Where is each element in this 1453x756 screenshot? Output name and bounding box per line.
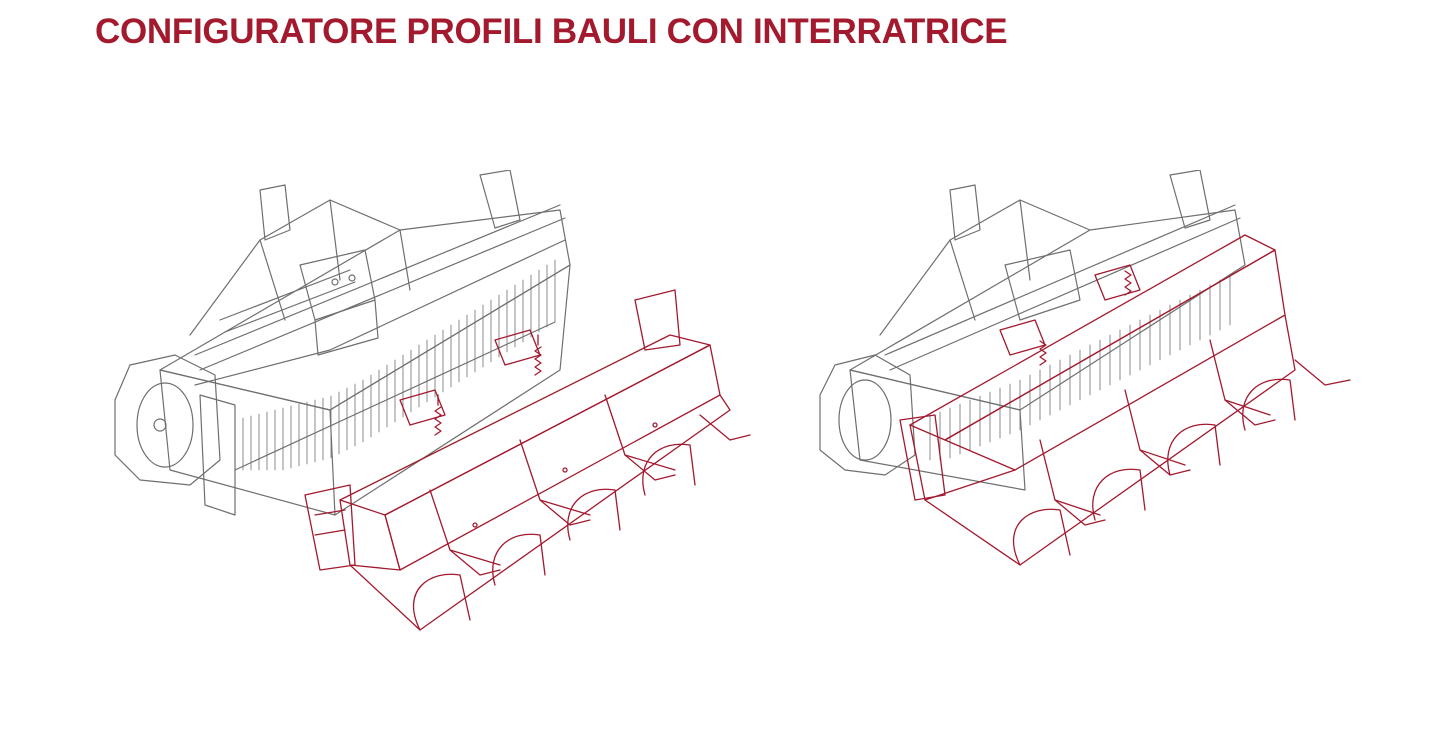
trough-divider-1 [429, 489, 501, 566]
trunk-profile [304, 289, 751, 631]
tiller-front-face [849, 369, 1026, 491]
spring-plate-right [494, 329, 541, 366]
trough-divider-3 [604, 394, 676, 471]
hitch-frame [189, 199, 411, 336]
main-tube [194, 204, 566, 371]
tiller-rear-hood [329, 264, 571, 516]
hitch-frame [879, 199, 1091, 336]
assembled-view-drawing [819, 170, 1351, 566]
side-hub [838, 379, 892, 461]
trunk-bottom [349, 394, 731, 631]
arm-3 [1224, 399, 1276, 426]
ridging-disc-4 [642, 443, 696, 496]
tines-row [234, 259, 556, 471]
skid-plate [199, 394, 236, 516]
spring-right [534, 334, 542, 376]
tiller-top-face [159, 209, 571, 411]
tiller-machine [114, 170, 571, 516]
trunk-profile-mounted [899, 234, 1351, 566]
ridging-disc-2 [1092, 468, 1146, 521]
arm-2 [1139, 449, 1191, 476]
side-housing [819, 354, 916, 476]
tiller-top-face [849, 209, 1246, 411]
bolt-hole [562, 467, 568, 473]
tines-base [234, 321, 556, 471]
arm-1 [1054, 499, 1106, 526]
trunk-top-edge [339, 334, 711, 516]
arm-1 [449, 549, 501, 576]
side-hub-center [153, 418, 167, 432]
trunk-front-wall [909, 424, 1016, 501]
hitch-plate-left [259, 184, 291, 241]
hitch-plate-right [479, 170, 521, 229]
tiller-machine [819, 170, 1246, 491]
ridging-disc-3 [567, 488, 621, 541]
gearbox-bolt [331, 278, 339, 286]
side-housing [114, 354, 221, 486]
arm-4 [699, 414, 751, 441]
left-mount-bracket [899, 414, 946, 501]
ridging-disc-3 [1167, 423, 1221, 476]
ridging-disc-1 [413, 573, 471, 631]
trunk-bottom [924, 314, 1296, 566]
gearbox-bolt-2 [348, 274, 356, 282]
side-hub [136, 382, 194, 468]
spring-plate-right [1094, 264, 1141, 301]
ridging-disc-1 [1013, 508, 1071, 566]
tines-row [929, 274, 1231, 461]
spring-plate-left [999, 319, 1046, 356]
trunk-front-wall [339, 499, 401, 571]
left-mount-bracket [304, 484, 356, 571]
right-mount-bracket [634, 289, 681, 351]
arm-3 [624, 454, 676, 481]
gearbox [1004, 249, 1081, 321]
spring-right [1124, 270, 1132, 296]
gearbox [299, 249, 379, 356]
trough-divider-3 [1209, 339, 1271, 416]
arm-2 [539, 499, 591, 526]
trough-divider-2 [519, 439, 591, 516]
hitch-plate-left [949, 184, 981, 241]
trough-divider-1 [1039, 439, 1101, 516]
page-title: CONFIGURATORE PROFILI BAULI CON INTERRAT… [95, 12, 1008, 51]
spring-left [1039, 340, 1047, 366]
hitch-plate-right [1169, 170, 1211, 229]
ridging-disc-2 [492, 533, 546, 586]
trunk-back-wall [944, 249, 1286, 471]
bolt-hole [472, 522, 478, 528]
ridging-disc-4 [1242, 378, 1296, 431]
upper-tube [219, 269, 356, 333]
arm-4 [1294, 359, 1351, 386]
exploded-view-drawing [114, 170, 751, 631]
main-tube [884, 204, 1241, 371]
tiller-front-face [159, 369, 336, 516]
cross-member [194, 239, 566, 386]
spring-plate-left [399, 389, 446, 426]
bolt-hole [652, 422, 658, 428]
